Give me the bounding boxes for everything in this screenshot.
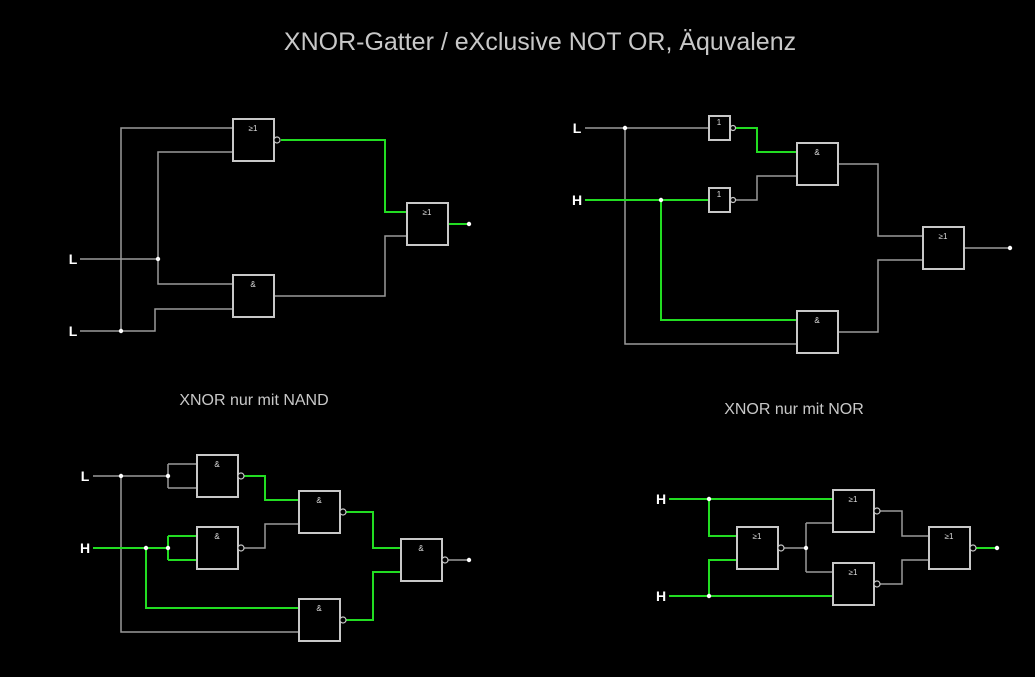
- input-label: H: [656, 491, 666, 507]
- output-dot: [994, 545, 1000, 551]
- nand-gate: [298, 490, 341, 534]
- input-label: L: [573, 120, 582, 136]
- wire-active: [708, 499, 737, 537]
- wire-active: [345, 511, 401, 549]
- inverter-bubble: [729, 196, 737, 204]
- junction-dot: [165, 473, 171, 479]
- gate-symbol: ≥1: [849, 495, 858, 504]
- wire: [879, 510, 929, 537]
- junction-dot: [706, 496, 712, 502]
- wire-active: [735, 127, 797, 153]
- junction-dot: [658, 197, 664, 203]
- nand-gate: [400, 538, 443, 582]
- wire: [624, 128, 797, 345]
- input-label: H: [656, 588, 666, 604]
- gate-symbol: &: [418, 544, 424, 553]
- inverter-bubble: [441, 556, 449, 564]
- wire-active: [708, 559, 737, 596]
- wire-active: [345, 571, 401, 621]
- or-gate: [922, 226, 965, 270]
- section-title-nor: XNOR nur mit NOR: [724, 401, 864, 418]
- circuit-xnor-nor: ≥1 ≥1 ≥1 ≥1 H H: [656, 489, 1000, 606]
- wire: [121, 308, 233, 332]
- wire: [80, 151, 233, 260]
- junction-dot: [165, 545, 171, 551]
- gate-symbol: &: [316, 604, 322, 613]
- input-label: L: [69, 323, 78, 339]
- wire: [838, 163, 923, 237]
- input-label: H: [572, 192, 582, 208]
- inverter-bubble: [339, 616, 347, 624]
- and-gate: [796, 142, 839, 186]
- gate-symbol: ≥1: [249, 124, 258, 133]
- gate-symbol: &: [316, 496, 322, 505]
- wire: [735, 175, 797, 201]
- junction-dot: [706, 593, 712, 599]
- gate-symbol: ≥1: [753, 532, 762, 541]
- input-label: L: [81, 468, 90, 484]
- wire-active: [660, 200, 797, 321]
- gate-symbol: ≥1: [423, 208, 432, 217]
- output-dot: [1007, 245, 1013, 251]
- gate-symbol: 1: [717, 118, 722, 127]
- wire-active: [281, 139, 407, 213]
- wire: [80, 127, 233, 332]
- junction-dot: [622, 125, 628, 131]
- inverter-bubble: [873, 580, 881, 588]
- circuit-xnor-nand: & & & & & L H: [80, 454, 472, 642]
- or-gate: [406, 202, 449, 246]
- inverter-bubble: [237, 472, 245, 480]
- gate-symbol: &: [250, 280, 256, 289]
- input-label: H: [80, 540, 90, 556]
- inverter-bubble: [729, 124, 737, 132]
- gate-symbol: &: [214, 532, 220, 541]
- junction-dot: [143, 545, 149, 551]
- gate-symbol: &: [814, 148, 820, 157]
- gate-symbol: ≥1: [945, 532, 954, 541]
- output-dot: [466, 221, 472, 227]
- and-gate: [232, 274, 275, 318]
- gate-symbol: ≥1: [849, 568, 858, 577]
- inverter-bubble: [339, 508, 347, 516]
- circuit-xnor-nor-and: ≥1 & ≥1 L L: [69, 118, 472, 339]
- nand-gate: [196, 526, 239, 570]
- wire: [274, 235, 407, 297]
- wire-active: [243, 475, 299, 501]
- wire: [838, 259, 923, 333]
- junction-dot: [155, 256, 161, 262]
- nor-gate: [832, 562, 875, 606]
- page-title: XNOR-Gatter / eXclusive NOT OR, Äquvalen…: [284, 28, 796, 56]
- inverter-bubble: [969, 544, 977, 552]
- and-gate: [796, 310, 839, 354]
- wire: [879, 559, 929, 585]
- output-dot: [466, 557, 472, 563]
- gate-symbol: 1: [717, 190, 722, 199]
- wire: [243, 523, 299, 549]
- wire-active: [145, 548, 299, 609]
- gate-symbol: &: [214, 460, 220, 469]
- junction-dot: [118, 473, 124, 479]
- wire: [157, 259, 233, 285]
- input-label: L: [69, 251, 78, 267]
- inverter-bubble: [873, 507, 881, 515]
- inverter-bubble: [273, 136, 281, 144]
- gate-symbol: ≥1: [939, 232, 948, 241]
- circuit-xnor-not-and-or: 1 1 & & ≥1 L H: [572, 115, 1013, 354]
- wire: [120, 476, 299, 633]
- section-title-nand: XNOR nur mit NAND: [179, 392, 328, 409]
- inverter-bubble: [237, 544, 245, 552]
- gate-symbol: &: [814, 316, 820, 325]
- junction-dot: [803, 545, 809, 551]
- inverter-bubble: [777, 544, 785, 552]
- junction-dot: [118, 328, 124, 334]
- nand-gate: [298, 598, 341, 642]
